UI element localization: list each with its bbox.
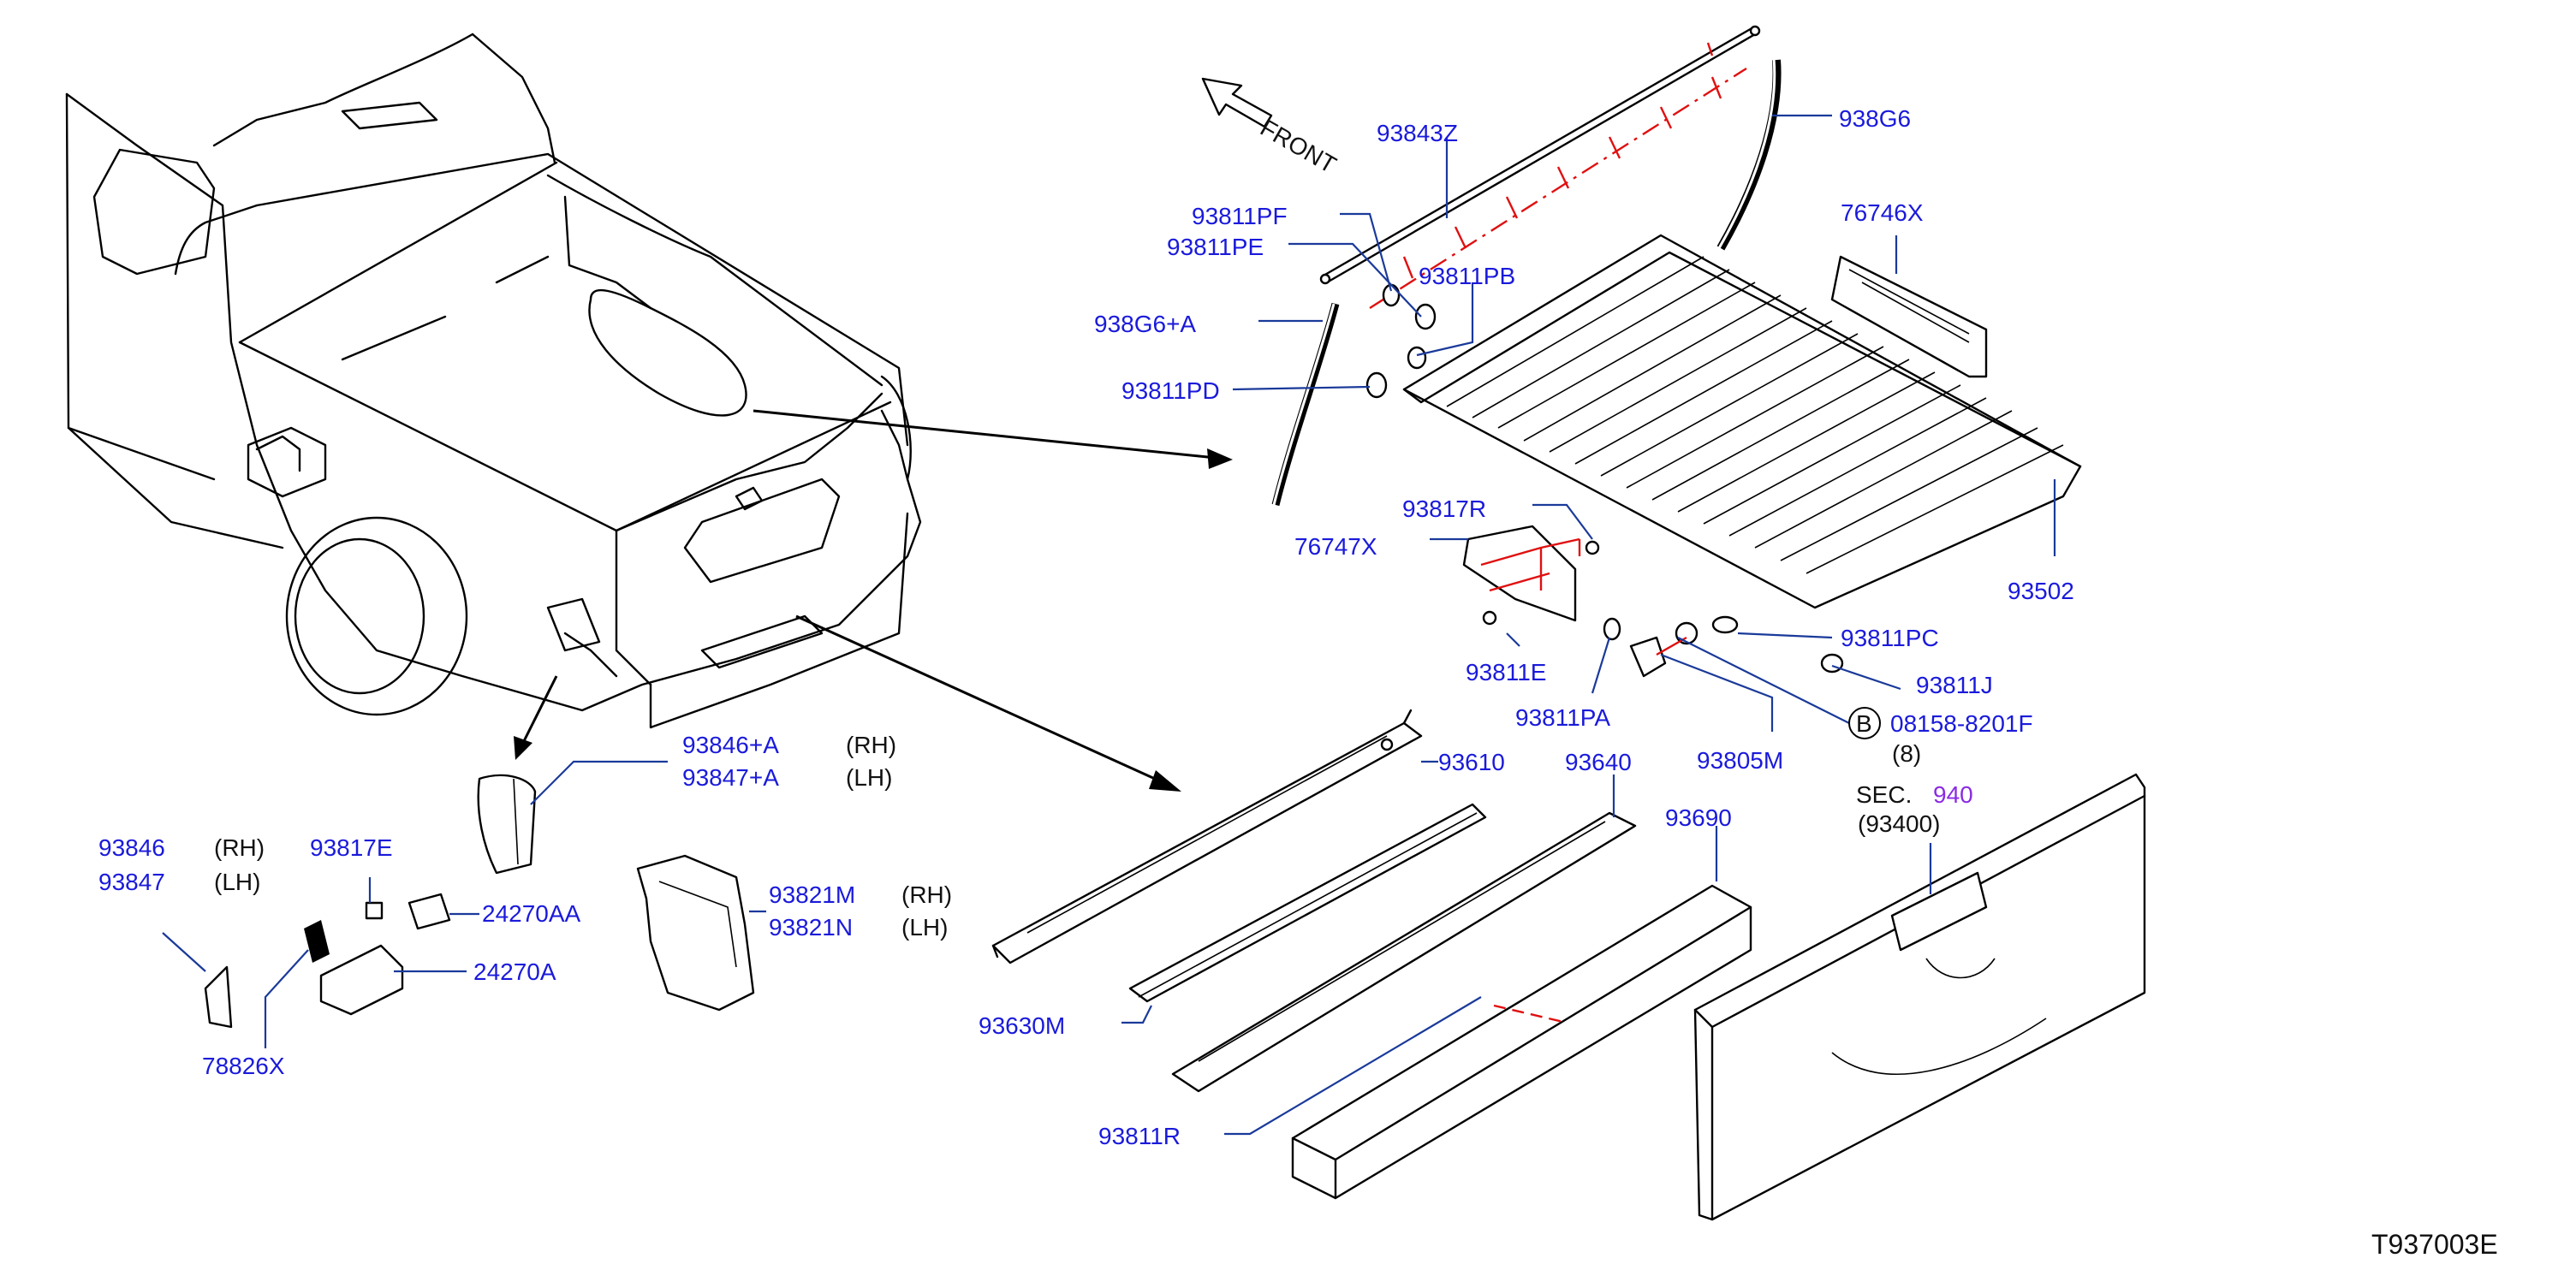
label-76746X: 76746X: [1841, 199, 1924, 226]
label-93847A: 93847+A: [682, 764, 779, 791]
trim-strip-938G6A: [1271, 302, 1340, 507]
crossmember-93630M: [1128, 803, 1487, 1003]
trim-strip-938G6: [1716, 57, 1782, 251]
label-93817E: 93817E: [310, 834, 393, 861]
label-93640: 93640: [1565, 749, 1632, 775]
circled-ref-letter: B: [1856, 710, 1872, 737]
label-93811J: 93811J: [1916, 672, 1993, 698]
label-93817R: 93817R: [1402, 496, 1486, 522]
label-93805M: 93805M: [1697, 747, 1783, 774]
label-93821N: 93821N: [769, 914, 853, 941]
label-93846A-rh: (RH): [846, 732, 896, 758]
pickup-truck-illustration: [65, 33, 922, 729]
label-93847-lh: (LH): [214, 869, 260, 895]
bracket-76747X: [1462, 525, 1600, 626]
label-93821M-rh: (RH): [901, 881, 952, 908]
clip-93817E: [365, 901, 384, 920]
label-93821M: 93821M: [769, 881, 855, 908]
side-rail-93843Z: [1319, 25, 1761, 285]
connector-78826X: [304, 920, 330, 963]
fender-piece-93846A: [477, 774, 537, 875]
pointer-arrows: [514, 409, 1233, 792]
label-938G6: 938G6: [1839, 105, 1911, 132]
label-sec-940: 940: [1933, 781, 1973, 808]
label-93690: 93690: [1665, 804, 1732, 831]
front-label: FRONT: [1256, 114, 1341, 178]
bed-floor-93502: [1402, 234, 2082, 609]
label-93846A: 93846+A: [682, 732, 779, 758]
mudguard-93821M: [636, 854, 755, 1012]
diagram-code: T937003E: [2371, 1229, 2498, 1260]
bracket-24270A: [319, 944, 404, 1016]
rail-centerline: [1369, 67, 1747, 310]
tie-down-93805M: [1629, 621, 1698, 678]
label-08158-8201F: 08158-8201F: [1890, 710, 2033, 737]
label-76747X: 76747X: [1294, 533, 1377, 560]
label-93847A-lh: (LH): [846, 764, 892, 791]
label-93811R: 93811R: [1098, 1123, 1181, 1149]
label-93847: 93847: [98, 869, 165, 895]
fender-piece-93846: [204, 965, 233, 1029]
bracket-76746X: [1830, 255, 1988, 378]
crossmember-93690: [1291, 884, 1752, 1200]
label-qty-8: (8): [1892, 740, 1921, 767]
tailgate-assembly: [1693, 773, 2146, 1221]
label-93843Z: 93843Z: [1377, 120, 1458, 146]
label-938G6A: 938G6+A: [1094, 311, 1196, 337]
label-24270A: 24270A: [473, 958, 556, 985]
leader-lines: [162, 114, 2056, 1136]
label-93846-rh: (RH): [214, 834, 265, 861]
part-labels: 93843Z 938G6 76746X 93811PF 93811PE 9381…: [98, 105, 2498, 1260]
label-93811E: 93811E: [1466, 659, 1546, 685]
label-93811PE: 93811PE: [1167, 234, 1264, 260]
crossmember-93610: [991, 709, 1423, 964]
label-93811PC: 93811PC: [1841, 625, 1939, 651]
crossmember-93640: [1171, 811, 1637, 1093]
grommets: [1365, 283, 1844, 674]
label-93811PA: 93811PA: [1515, 704, 1610, 731]
label-93610: 93610: [1438, 749, 1505, 775]
label-93811PF: 93811PF: [1192, 203, 1288, 229]
label-93846: 93846: [98, 834, 165, 861]
label-78826X: 78826X: [202, 1053, 285, 1079]
label-93811PB: 93811PB: [1419, 263, 1515, 289]
label-93821N-lh: (LH): [901, 914, 948, 941]
bracket-24270AA: [408, 893, 451, 930]
label-sec-93400: (93400): [1858, 810, 1941, 837]
front-direction-indicator: FRONT: [1201, 77, 1341, 178]
label-sec-prefix: SEC.: [1856, 781, 1912, 808]
label-24270AA: 24270AA: [482, 900, 581, 927]
rail-fastener-marks: [1402, 42, 1722, 279]
label-93630M: 93630M: [979, 1012, 1065, 1039]
circled-ref-marker: [1848, 707, 1881, 739]
label-93811PD: 93811PD: [1121, 377, 1220, 404]
label-93502: 93502: [2008, 578, 2074, 604]
